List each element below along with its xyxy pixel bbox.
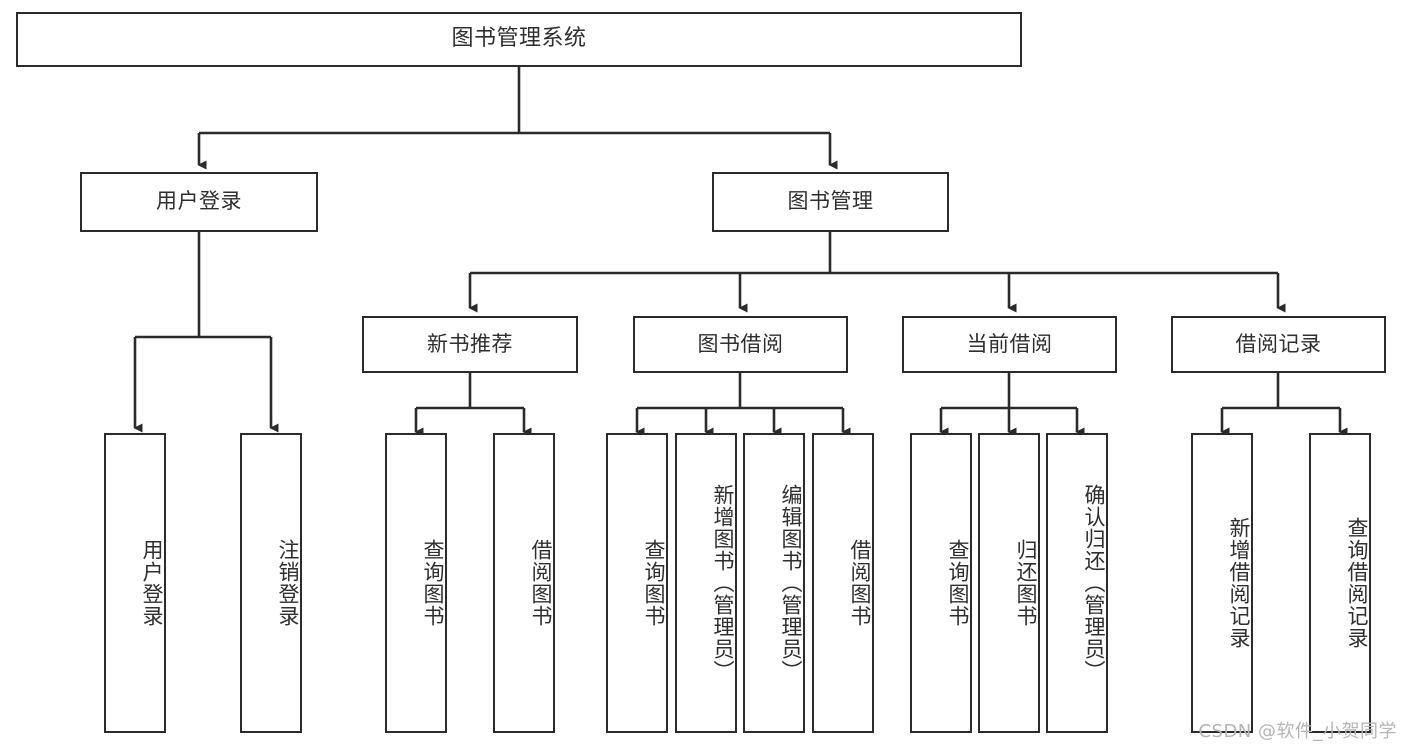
- leaf-label: 查询图书: [946, 539, 970, 627]
- leaf-borrow-book-recommend[interactable]: 借阅图书: [493, 433, 555, 733]
- leaf-user-login[interactable]: 用户登录: [104, 433, 166, 733]
- leaf-label: 新增借阅记录: [1227, 517, 1251, 649]
- leaf-label: 查询图书: [642, 539, 666, 627]
- leaf-logout[interactable]: 注销登录: [240, 433, 302, 733]
- node-current-borrow[interactable]: 当前借阅: [902, 316, 1117, 373]
- node-borrow-records[interactable]: 借阅记录: [1171, 316, 1386, 373]
- leaf-confirm-return-admin[interactable]: 确认归还（管理员）: [1046, 433, 1108, 733]
- leaf-query-borrow-record[interactable]: 查询借阅记录: [1309, 433, 1371, 733]
- node-book-management[interactable]: 图书管理: [712, 172, 949, 232]
- leaf-return-book[interactable]: 归还图书: [978, 433, 1040, 733]
- leaf-label: 查询图书: [421, 539, 445, 627]
- leaf-label: 编辑图书（管理员）: [779, 484, 803, 682]
- leaf-label: 用户登录: [140, 539, 164, 627]
- leaf-add-borrow-record[interactable]: 新增借阅记录: [1191, 433, 1253, 733]
- watermark: CSDN @软件_小贺同学: [1198, 721, 1397, 742]
- leaf-label: 新增图书（管理员）: [711, 484, 735, 682]
- leaf-query-book-recommend[interactable]: 查询图书: [385, 433, 447, 733]
- leaf-label: 借阅图书: [848, 539, 872, 627]
- node-book-borrow[interactable]: 图书借阅: [633, 316, 848, 373]
- node-user-login[interactable]: 用户登录: [80, 172, 318, 232]
- leaf-label: 归还图书: [1014, 539, 1038, 627]
- leaf-add-book-admin[interactable]: 新增图书（管理员）: [675, 433, 737, 733]
- leaf-query-book-borrow[interactable]: 查询图书: [606, 433, 668, 733]
- leaf-label: 借阅图书: [529, 539, 553, 627]
- leaf-edit-book-admin[interactable]: 编辑图书（管理员）: [743, 433, 805, 733]
- leaf-label: 确认归还（管理员）: [1082, 484, 1106, 682]
- leaf-label: 查询借阅记录: [1345, 517, 1369, 649]
- node-root[interactable]: 图书管理系统: [16, 12, 1022, 67]
- node-new-book-recommend[interactable]: 新书推荐: [362, 316, 578, 373]
- leaf-label: 注销登录: [276, 539, 300, 627]
- leaf-query-book-current[interactable]: 查询图书: [910, 433, 972, 733]
- leaf-borrow-book[interactable]: 借阅图书: [812, 433, 874, 733]
